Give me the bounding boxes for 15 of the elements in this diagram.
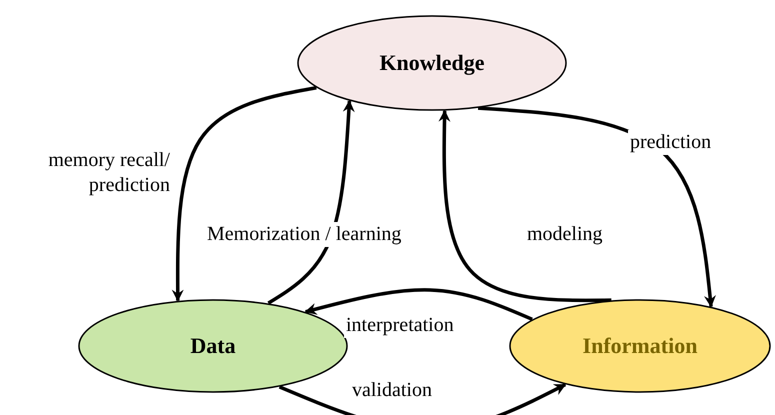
curved-arrow — [304, 288, 533, 321]
ellipse-node — [509, 299, 771, 393]
edge-label: memory recall/ prediction — [47, 148, 170, 198]
node-label: Information — [582, 333, 698, 359]
curved-arrow — [267, 100, 355, 305]
curved-arrow — [438, 110, 612, 302]
ellipse-node — [297, 15, 567, 111]
node-label: Data — [190, 333, 236, 359]
curved-arrow — [478, 106, 716, 308]
curved-arrow — [278, 383, 566, 415]
edge-label: prediction — [628, 130, 714, 155]
ellipse-node — [78, 299, 348, 393]
node-label: Knowledge — [379, 50, 485, 76]
curved-arrow — [172, 86, 317, 302]
edge-label: Memorization / learning — [205, 222, 404, 247]
